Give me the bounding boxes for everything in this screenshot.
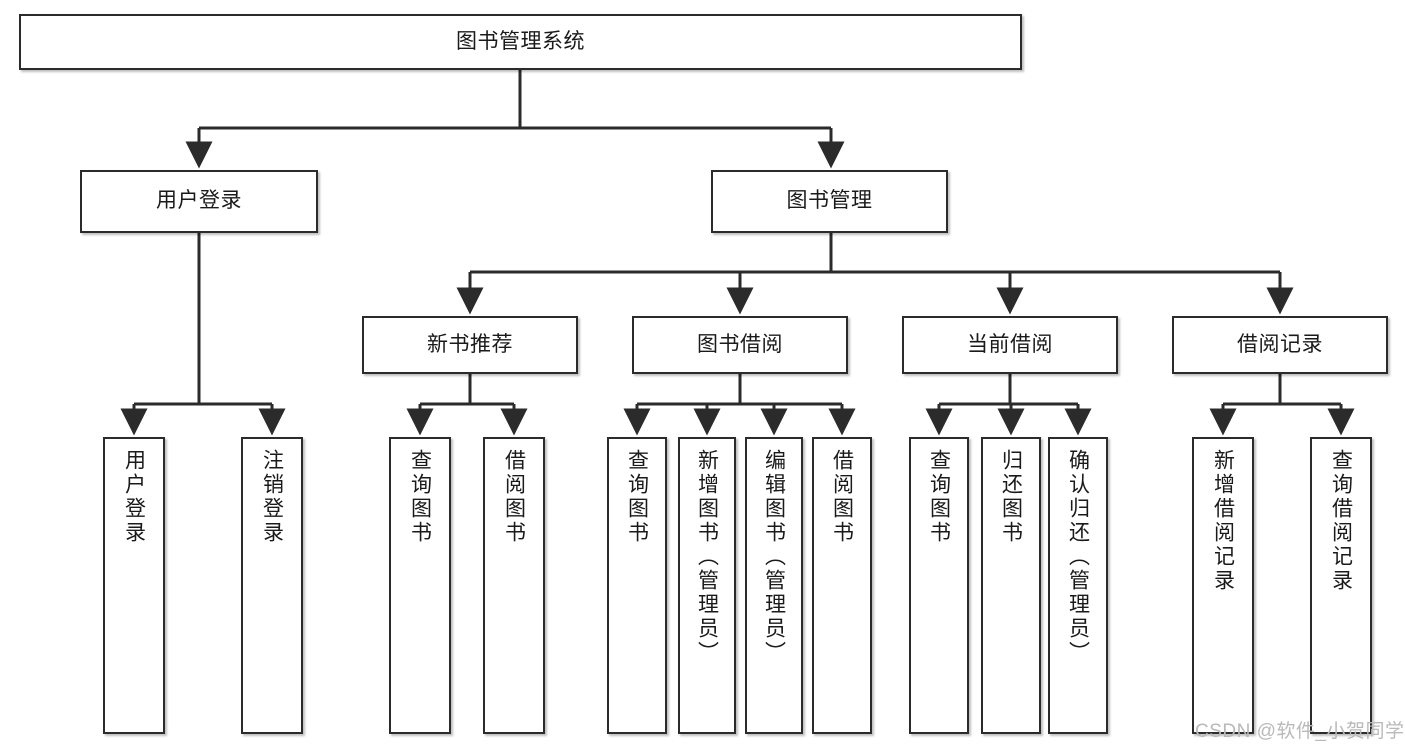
- node-leaf-query-book-2[interactable]: 查询图书: [607, 437, 667, 734]
- node-leaf-query-book-3-label: 查询图书: [927, 449, 951, 545]
- node-leaf-borrow-book-2[interactable]: 借阅图书: [812, 437, 872, 734]
- node-leaf-query-book-3[interactable]: 查询图书: [909, 437, 969, 734]
- node-leaf-borrow-book-1[interactable]: 借阅图书: [483, 437, 545, 734]
- watermark: CSDN @软件_小贺同学: [1195, 721, 1405, 742]
- node-leaf-edit-book-admin[interactable]: 编辑图书（管理员）: [745, 437, 803, 734]
- node-leaf-add-book-admin[interactable]: 新增图书（管理员）: [678, 437, 736, 734]
- node-leaf-logout-login[interactable]: 注销登录: [241, 437, 303, 734]
- node-leaf-borrow-book-2-label: 借阅图书: [830, 449, 854, 545]
- node-leaf-add-borrow-record[interactable]: 新增借阅记录: [1192, 437, 1254, 734]
- node-new-book-recommend[interactable]: 新书推荐: [362, 316, 578, 374]
- node-leaf-query-borrow-record-label: 查询借阅记录: [1329, 449, 1353, 593]
- node-borrow-record[interactable]: 借阅记录: [1172, 316, 1388, 374]
- node-leaf-query-book-1[interactable]: 查询图书: [389, 437, 451, 734]
- node-current-borrow[interactable]: 当前借阅: [902, 316, 1118, 374]
- node-current-borrow-label: 当前借阅: [967, 332, 1053, 356]
- node-book-manage[interactable]: 图书管理: [711, 170, 948, 233]
- node-leaf-confirm-return-admin-label: 确认归还（管理员）: [1066, 449, 1090, 665]
- node-user-login[interactable]: 用户登录: [80, 170, 318, 233]
- node-leaf-add-book-admin-label: 新增图书（管理员）: [695, 449, 719, 665]
- node-book-manage-label: 图书管理: [786, 189, 873, 213]
- node-leaf-edit-book-admin-label: 编辑图书（管理员）: [762, 449, 786, 665]
- node-leaf-borrow-book-1-label: 借阅图书: [502, 449, 526, 545]
- node-leaf-user-login-label: 用户登录: [122, 449, 146, 545]
- node-leaf-add-borrow-record-label: 新增借阅记录: [1211, 449, 1235, 593]
- node-root-label: 图书管理系统: [456, 29, 585, 53]
- node-leaf-query-borrow-record[interactable]: 查询借阅记录: [1310, 437, 1372, 734]
- node-borrow-record-label: 借阅记录: [1237, 332, 1323, 356]
- node-leaf-return-book-label: 归还图书: [999, 449, 1023, 545]
- node-new-book-recommend-label: 新书推荐: [427, 332, 513, 356]
- node-book-borrow-label: 图书借阅: [697, 332, 783, 356]
- node-leaf-return-book[interactable]: 归还图书: [981, 437, 1041, 734]
- node-book-borrow[interactable]: 图书借阅: [632, 316, 848, 374]
- node-leaf-logout-login-label: 注销登录: [260, 449, 284, 545]
- node-leaf-query-book-2-label: 查询图书: [625, 449, 649, 545]
- node-leaf-confirm-return-admin[interactable]: 确认归还（管理员）: [1048, 437, 1108, 734]
- node-root[interactable]: 图书管理系统: [19, 14, 1022, 70]
- node-user-login-label: 用户登录: [156, 189, 242, 213]
- node-leaf-user-login[interactable]: 用户登录: [103, 437, 165, 734]
- node-leaf-query-book-1-label: 查询图书: [408, 449, 432, 545]
